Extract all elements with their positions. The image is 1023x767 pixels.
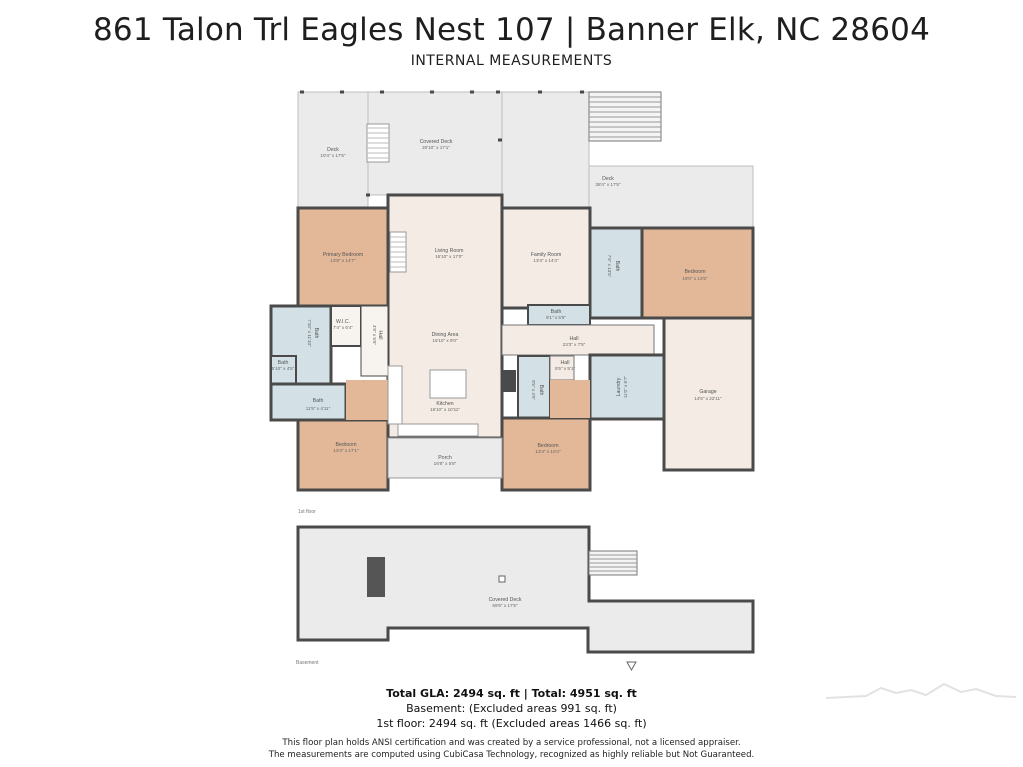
disclaimer-line-2: The measurements are computed using Cubi… xyxy=(268,750,755,760)
room-label: Deck xyxy=(327,147,339,153)
room-label: Family Room xyxy=(531,252,562,258)
stairs-top xyxy=(588,91,662,142)
room-dim: 13'4" x 14'4" xyxy=(533,258,559,263)
column xyxy=(502,370,516,392)
room-label: Hall xyxy=(377,331,383,340)
floor-label-basement: Basement xyxy=(296,660,319,666)
first-floor-plan xyxy=(269,90,755,492)
room-dim: 13'4" x 17'1" xyxy=(333,448,359,453)
summary-total: Total GLA: 2494 sq. ft | Total: 4951 sq.… xyxy=(386,687,637,700)
room-label: Porch xyxy=(438,455,452,461)
porch-area xyxy=(387,437,503,479)
disclaimer: This floor plan holds ANSI certification… xyxy=(0,737,1023,761)
kitchen-counter xyxy=(397,423,479,437)
room-label: Bath xyxy=(313,328,319,339)
room-label: Hall xyxy=(570,336,579,342)
room-label: Garage xyxy=(699,389,716,395)
room-dim: 7'10" x 11'10" xyxy=(307,319,312,347)
room-dim: 7'4" x 6'4" xyxy=(333,325,353,330)
mountain-watermark-logo xyxy=(826,682,1016,699)
basement-covered-deck-area xyxy=(296,525,755,654)
bath-ne-area xyxy=(588,226,644,320)
room-label: Hall xyxy=(561,360,570,366)
room-label: Bedroom xyxy=(335,442,356,448)
bath-sw-small-area xyxy=(270,355,297,385)
basement-door-marker xyxy=(626,661,637,672)
room-dim: 13'8" x 14'7" xyxy=(330,258,356,263)
bedroom-s-area xyxy=(500,416,592,492)
room-dim: 11'0" x 6'7" xyxy=(623,375,628,398)
room-label: Deck xyxy=(602,176,614,182)
hall-left-area xyxy=(360,305,389,377)
room-label: Covered Deck xyxy=(420,139,453,145)
room-label: Living Room xyxy=(435,248,464,254)
room-dim: 5'5" x 5'1" xyxy=(555,366,575,371)
room-label: Bath xyxy=(278,360,289,366)
bedroom-sw-area xyxy=(296,418,390,492)
room-dim: 16'8" x 5'8" xyxy=(434,461,457,466)
hall-center-area xyxy=(501,324,655,356)
room-dim: 13'4" x 10'4" xyxy=(535,449,561,454)
stairs-basement xyxy=(588,550,638,576)
room-dim: 14'6" x 22'11" xyxy=(694,396,722,401)
room-label: Kitchen xyxy=(436,401,453,407)
room-dim: 16'10" x 17'0" xyxy=(435,254,463,259)
room-dim: 9'5" x 4'5" xyxy=(531,380,536,400)
room-dim: 16'10" x 10'11" xyxy=(430,407,460,412)
garage-area xyxy=(662,316,755,472)
deck-upper-right-area xyxy=(501,91,590,208)
room-label: Covered Deck xyxy=(489,597,522,603)
kitchen-island xyxy=(429,369,467,399)
disclaimer-line-1: This floor plan holds ANSI certification… xyxy=(282,738,741,748)
room-dim: 9'1" x 5'5" xyxy=(546,315,566,320)
room-dim: 7'6" x 13'5" xyxy=(607,255,612,278)
room-dim: 19'0" x 13'5" xyxy=(682,276,708,281)
page-subtitle: INTERNAL MEASUREMENTS xyxy=(410,53,613,69)
bedroom-ne-area xyxy=(640,226,755,320)
room-dim: 23'3" x 7'5" xyxy=(563,342,586,347)
room-label: Bath xyxy=(551,309,562,315)
basement-chimney xyxy=(367,557,385,597)
basement-plan: Covered Deck 69'6" x 17'5" Basement xyxy=(296,525,755,672)
bath-mid-area xyxy=(517,355,551,419)
room-label: Bath xyxy=(538,385,544,396)
first-floor-labels: Deck 10'4" x 17'5" Covered Deck 20'10" x… xyxy=(272,139,722,515)
summary-first-floor: 1st floor: 2494 sq. ft (Excluded areas 1… xyxy=(376,717,647,730)
room-label: Bedroom xyxy=(537,443,558,449)
room-label: Bedroom xyxy=(684,269,705,275)
room-dim: 11'5" x 4'11" xyxy=(306,406,331,411)
room-label: Laundry xyxy=(616,377,622,396)
room-dim: 10'4" x 17'5" xyxy=(320,153,346,158)
room-label: W.I.C. xyxy=(336,319,350,325)
area-summary: Total GLA: 2494 sq. ft | Total: 4951 sq.… xyxy=(0,686,1023,731)
room-dim: 5'10" x 4'5" xyxy=(272,366,295,371)
room-label: Dining Area xyxy=(432,332,459,338)
room-dim: 4'8" x 5'6" xyxy=(372,325,377,345)
room-label: Primary Bedroom xyxy=(323,252,363,258)
room-dim: 69'6" x 17'5" xyxy=(492,603,518,608)
wic-area xyxy=(330,305,362,347)
room-dim: 20'10" x 17'1" xyxy=(422,145,450,150)
room-label: Bath xyxy=(313,398,324,404)
page-title: 861 Talon Trl Eagles Nest 107 | Banner E… xyxy=(93,12,930,48)
basement-post xyxy=(498,575,506,583)
bath-sw-area xyxy=(269,382,348,422)
summary-basement: Basement: (Excluded areas 991 sq. ft) xyxy=(406,702,617,715)
room-dim: 16'10" x 9'0" xyxy=(432,338,458,343)
room-label: Bath xyxy=(614,261,620,272)
primary-bedroom-area xyxy=(296,206,390,308)
room-dim: 38'4" x 17'5" xyxy=(595,182,621,187)
deck-left-area xyxy=(297,91,369,208)
floor-label-first: 1st floor xyxy=(298,509,316,515)
